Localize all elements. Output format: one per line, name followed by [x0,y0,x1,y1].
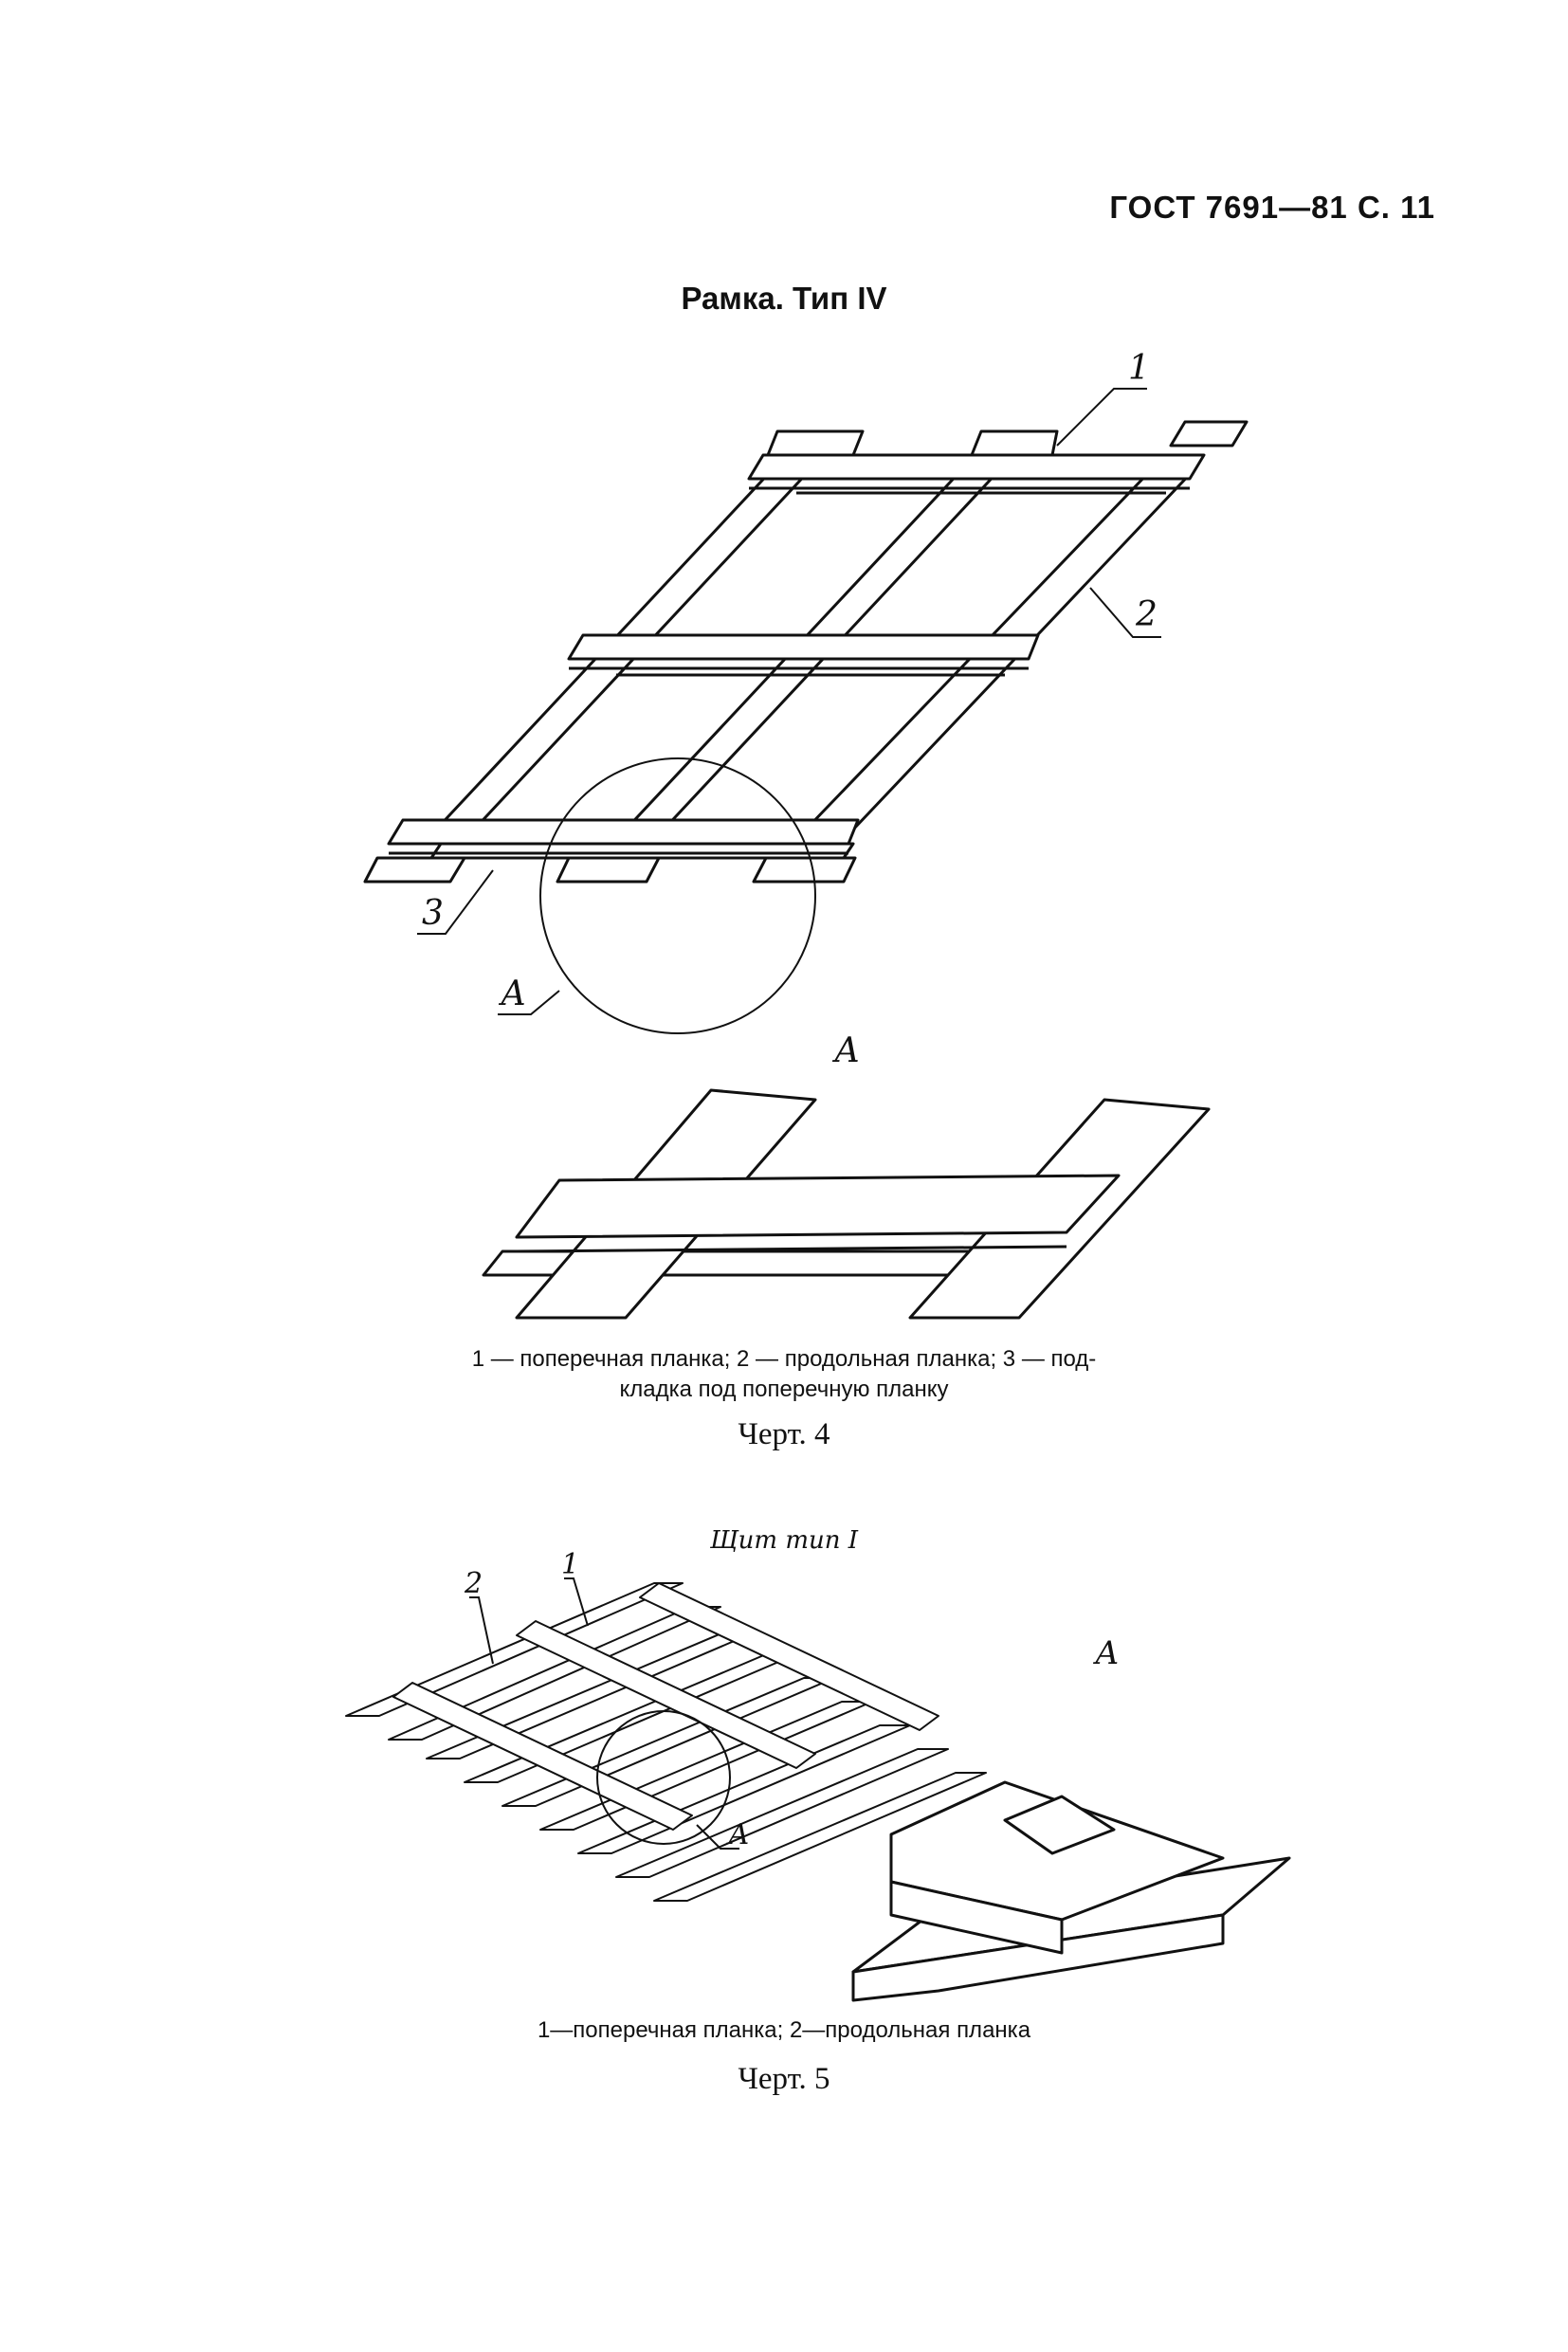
detail-a-label: А [831,1031,860,1070]
fig5-callout-a: А [726,1818,750,1851]
fig5-detail-a-label: А [1093,1634,1120,1672]
detail-cross-plank [515,1174,1121,1239]
pad-top-right [1169,420,1249,447]
fig5-callout-1: 1 [561,1548,579,1581]
figure-4-caption-line-1: 1 — поперечная планка; 2 — продольная пл… [471,1346,1097,1372]
callout-1: 1 [1128,349,1150,388]
detail-upper-plank-front [889,1880,1064,1955]
detail-notch [1003,1795,1116,1855]
detail-circle-a [539,757,816,1034]
cross-plank-top [747,453,1206,481]
cross-plank-bottom [387,818,860,846]
callout-3: 3 [422,894,444,933]
figure-5-caption: 1—поперечная планка; 2—продольная планка [537,2017,1031,2043]
figure-4-number: Черт. 4 [738,1417,830,1451]
callout-2: 2 [1135,595,1158,634]
page-header: ГОСТ 7691—81 С. 11 [1109,190,1435,225]
detail-lower-plank-front [851,1913,1225,2002]
figure-5-number: Черт. 5 [738,2062,830,2096]
figure-4-title: Рамка. Тип IV [681,281,887,316]
deck-planks [345,1582,987,1902]
cross-plank-middle [567,633,1040,661]
detail-circle-a-fig5 [596,1710,731,1845]
cross-plank-2 [639,1582,939,1731]
cross-plank-3 [392,1682,693,1831]
figure-5-subtitle: Щит тип I [709,1526,858,1555]
fig5-callout-2: 2 [464,1567,483,1600]
figure-4-caption-line-2: кладка под поперечную планку [619,1377,949,1402]
callout-a: А [498,975,526,1013]
